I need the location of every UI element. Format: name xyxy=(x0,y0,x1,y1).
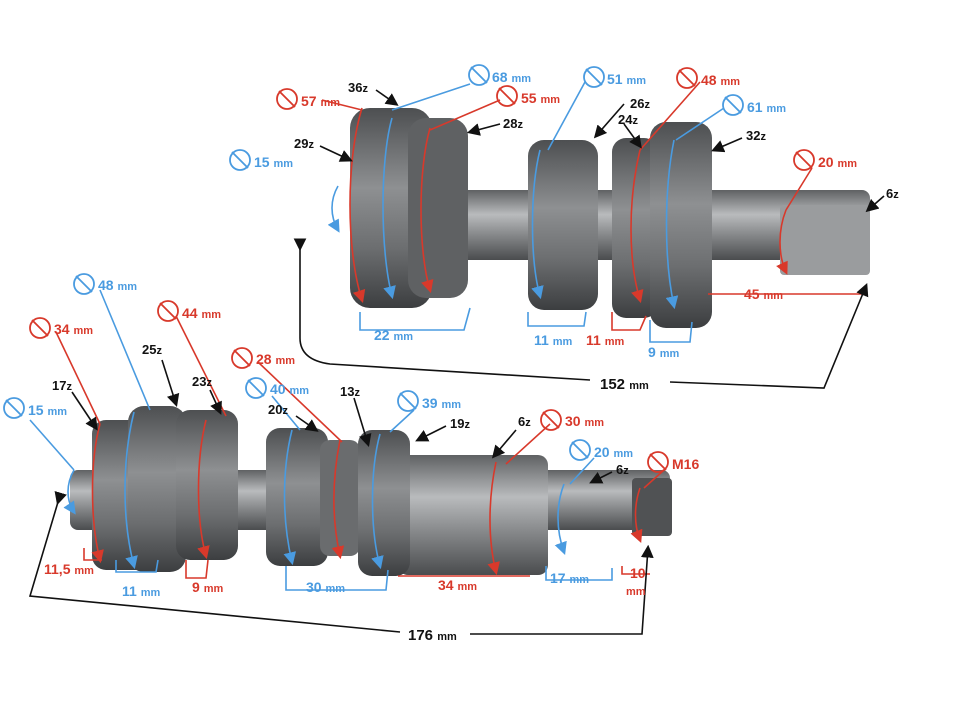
bottom-length-unit: mm xyxy=(626,586,646,598)
top-diameter-label: 15 mm xyxy=(254,154,293,170)
top-overall-length-label: 152 mm xyxy=(600,376,649,393)
bottom-length-label: 11,5 mm xyxy=(44,561,94,577)
bottom-diameter-label: 44 mm xyxy=(182,305,221,321)
diameter-icon xyxy=(647,451,669,473)
top-teeth-label: 29z xyxy=(294,136,314,151)
bottom-gear-25z xyxy=(128,406,186,572)
diameter-icon xyxy=(722,94,744,116)
diameter-icon xyxy=(569,439,591,461)
top-gear-24z xyxy=(612,138,658,318)
top-diameter-label: 20 mm xyxy=(818,154,857,170)
diameter-icon xyxy=(231,347,253,369)
top-shaft xyxy=(350,108,870,328)
bottom-teeth-label: 19z xyxy=(450,416,470,431)
diameter-icon xyxy=(157,300,179,322)
bottom-gear-23z xyxy=(176,410,238,560)
top-length-label: 9 mm xyxy=(648,344,679,360)
top-teeth-label: 6z xyxy=(886,186,899,201)
bottom-diameter-label: 15 mm xyxy=(28,402,67,418)
top-length-label: 45 mm xyxy=(744,286,783,302)
bottom-teeth-label: 20z xyxy=(268,402,288,417)
bottom-gear-13z xyxy=(320,440,360,556)
diameter-icon xyxy=(229,149,251,171)
bottom-length-label: 9 mm xyxy=(192,579,223,595)
bottom-diameter-label: 34 mm xyxy=(54,321,93,337)
diameter-icon xyxy=(73,273,95,295)
bottom-length-label: 11 mm xyxy=(122,583,160,599)
bottom-length-label: 10 xyxy=(630,565,646,581)
bottom-teeth-label: 23z xyxy=(192,374,212,389)
diameter-icon xyxy=(583,66,605,88)
diameter-icon xyxy=(468,64,490,86)
diameter-symbols xyxy=(3,64,815,473)
top-diameter-label: 55 mm xyxy=(521,90,560,106)
top-teeth-label: 36z xyxy=(348,80,368,95)
bottom-length-label: 17 mm xyxy=(550,570,589,586)
bottom-thread-label: M16 xyxy=(672,456,699,472)
bottom-teeth-label: 6z xyxy=(616,462,629,477)
bottom-diameter-label: 28 mm xyxy=(256,351,295,367)
diameter-icon xyxy=(3,397,25,419)
diameter-icon xyxy=(276,88,298,110)
top-diameter-label: 57 mm xyxy=(301,93,340,109)
bottom-diameter-label: 48 mm xyxy=(98,277,137,293)
diameter-icon xyxy=(397,390,419,412)
diameter-icon xyxy=(676,67,698,89)
diameter-icon xyxy=(245,377,267,399)
top-gear-26z xyxy=(528,140,598,310)
top-teeth-label: 24z xyxy=(618,112,638,127)
top-diameter-label: 48 mm xyxy=(701,72,740,88)
bottom-length-label: 30 mm xyxy=(306,579,345,595)
top-teeth-label: 32z xyxy=(746,128,766,143)
bottom-shaft-sleeve xyxy=(398,455,548,575)
bottom-teeth-label: 6z xyxy=(518,414,531,429)
bottom-teeth-label: 13z xyxy=(340,384,360,399)
bottom-gear-19z xyxy=(358,430,410,576)
top-dimension-lines xyxy=(293,81,885,389)
bottom-diameter-label: 30 mm xyxy=(565,413,604,429)
diameter-icon xyxy=(540,409,562,431)
bottom-shaft xyxy=(70,406,672,576)
top-teeth-label: 28z xyxy=(503,116,523,131)
bottom-gear-20z xyxy=(266,428,328,566)
top-diameter-label: 68 mm xyxy=(492,69,531,85)
top-diameter-label: 61 mm xyxy=(747,99,786,115)
bottom-overall-length-label: 176 mm xyxy=(408,627,457,644)
bottom-length-label: 34 mm xyxy=(438,577,477,593)
top-shaft-splined-end xyxy=(780,205,870,275)
bottom-labels: 48 mm 44 mm 34 mm 28 mm 40 mm 39 mm 30 m… xyxy=(28,277,699,644)
top-labels: 57 mm 68 mm 55 mm 51 mm 48 mm 61 mm 15 m… xyxy=(254,69,899,393)
bottom-teeth-label: 17z xyxy=(52,378,72,393)
bottom-dimension-lines xyxy=(28,289,665,635)
top-length-label: 22 mm xyxy=(374,327,413,343)
bottom-diameter-label: 39 mm xyxy=(422,395,461,411)
diameter-icon xyxy=(793,149,815,171)
diameter-icon xyxy=(496,85,518,107)
top-length-label: 11 mm xyxy=(534,332,572,348)
top-gear-28z xyxy=(408,118,468,298)
bottom-shaft-threaded-end xyxy=(632,478,672,536)
top-shaft-axle xyxy=(350,190,870,260)
bottom-diameter-label: 40 mm xyxy=(270,381,309,397)
top-diameter-label: 51 mm xyxy=(607,71,646,87)
bottom-teeth-label: 25z xyxy=(142,342,162,357)
top-length-label: 11 mm xyxy=(586,332,624,348)
diameter-icon xyxy=(29,317,51,339)
top-teeth-label: 26z xyxy=(630,96,650,111)
top-gear-32z xyxy=(650,122,712,328)
bottom-diameter-label: 20 mm xyxy=(594,444,633,460)
